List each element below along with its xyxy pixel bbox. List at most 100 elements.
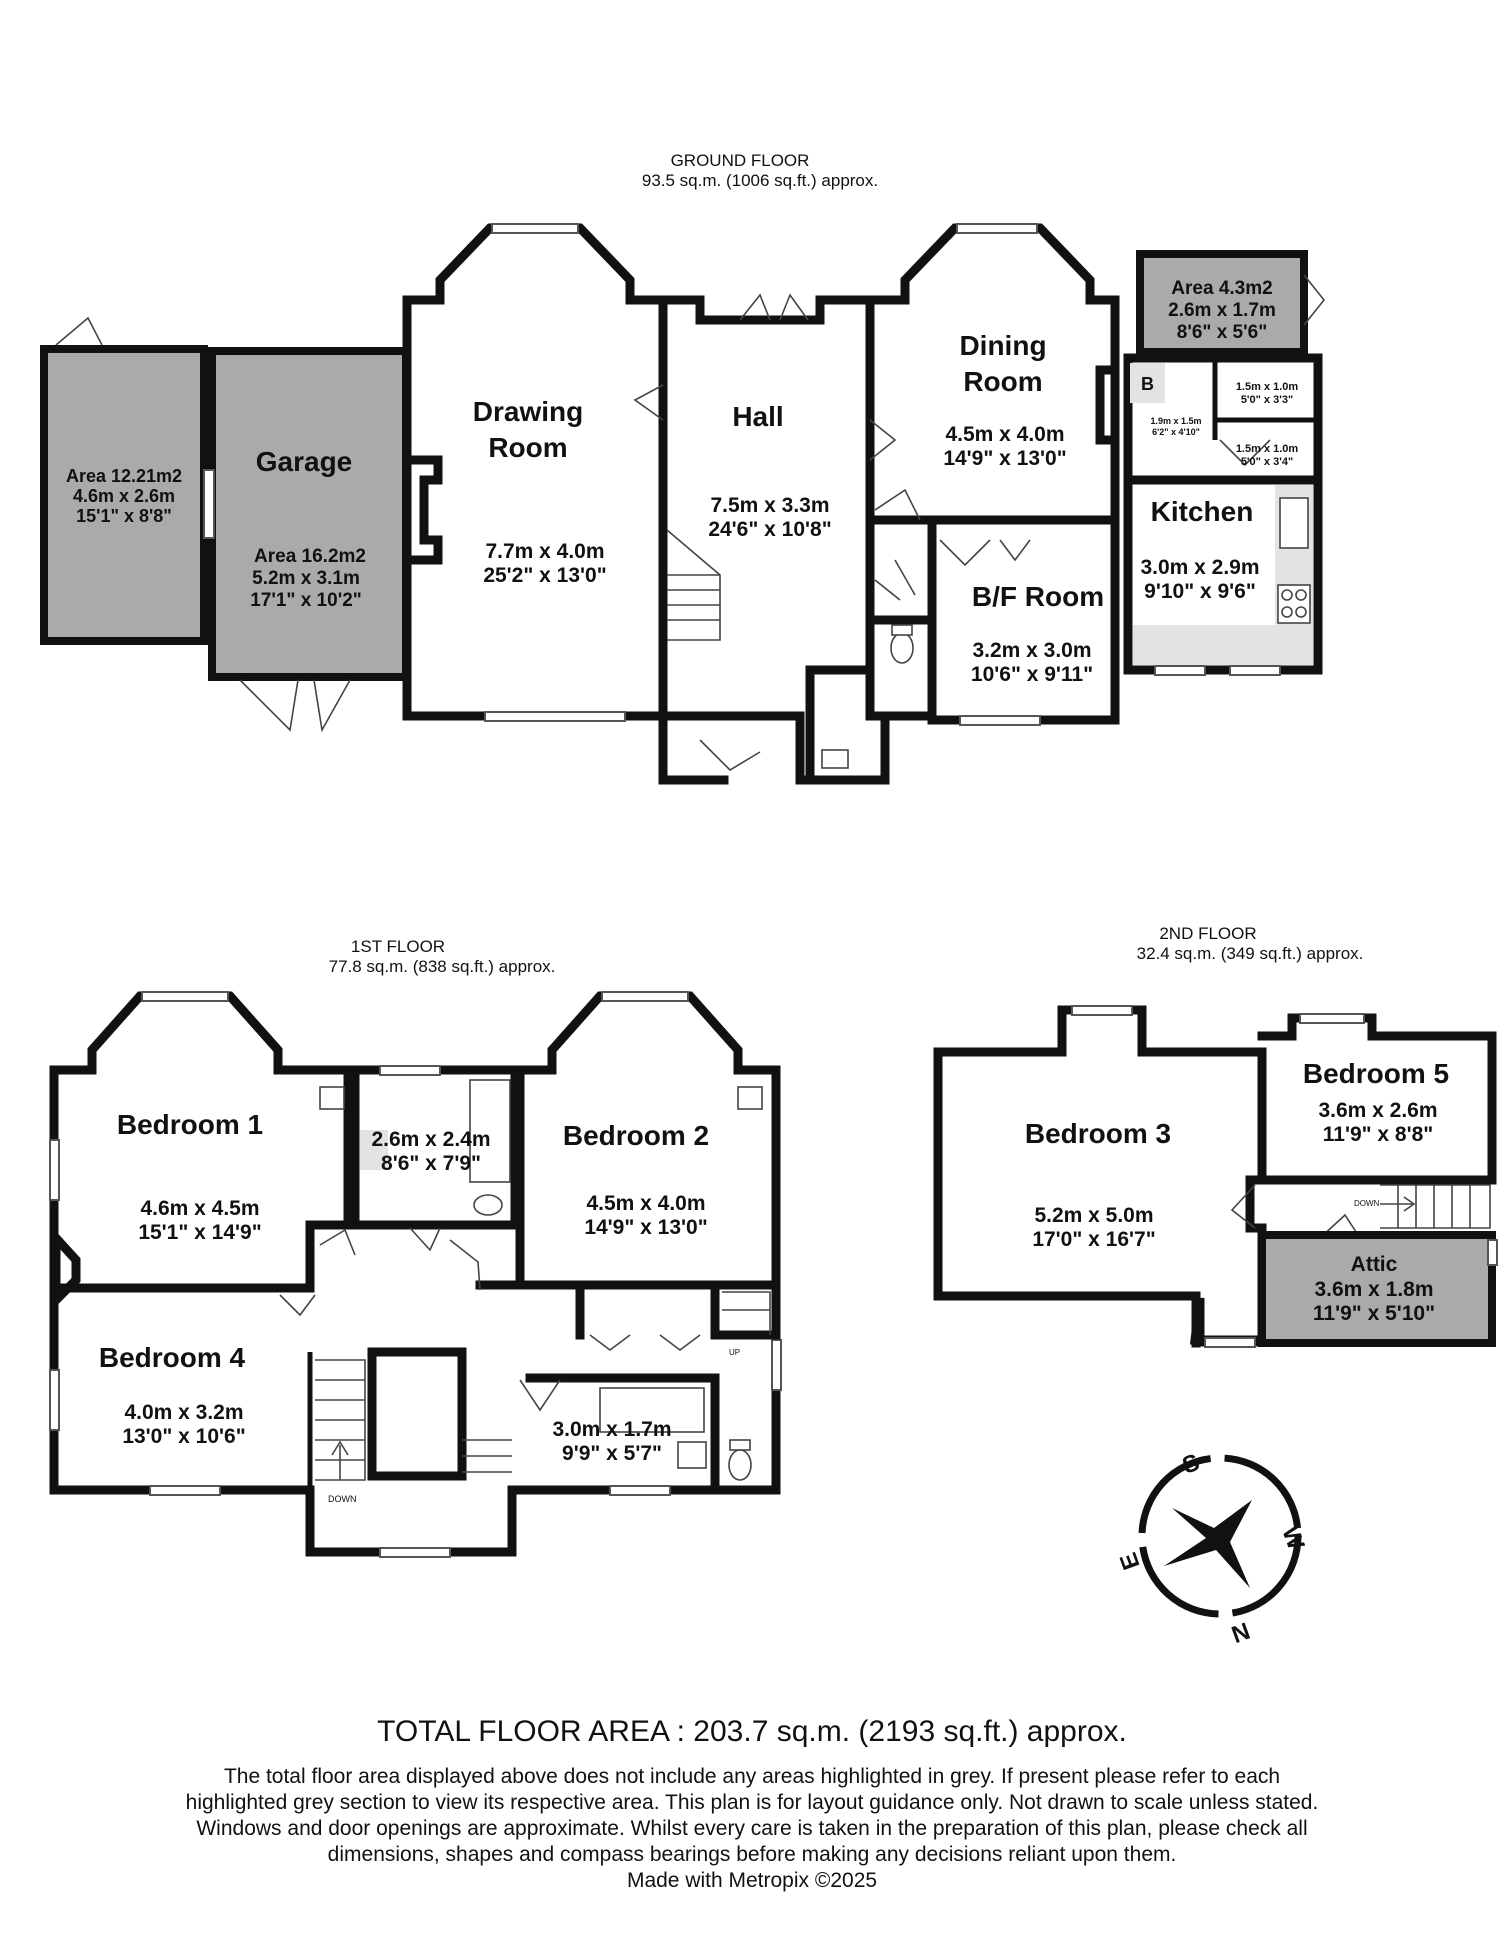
kitchen-window-bottom-2 (1229, 665, 1281, 676)
store-a-label: 1.5m x 1.0m 5'0" x 3'3" (1236, 381, 1299, 406)
bathroom-basin-icon (677, 1441, 707, 1469)
bedroom-5-label: Bedroom 5 3.6m x 2.6m 11'9" x 8'8" (1303, 1058, 1449, 1146)
compass: S W N E (1115, 1449, 1310, 1648)
cloakroom-cistern-icon (891, 624, 913, 636)
front-doors (739, 293, 809, 321)
bedroom-4-door (279, 1294, 316, 1317)
ensuite-imperial: 8'6" x 7'9" (381, 1152, 481, 1175)
store-a-imperial: 5'0" x 3'3" (1241, 394, 1293, 406)
bedroom-1-name: Bedroom 1 (117, 1109, 263, 1140)
hall-imperial: 24'6" x 10'8" (708, 518, 831, 541)
bedroom-5-name: Bedroom 5 (1303, 1058, 1449, 1089)
hall-name: Hall (732, 401, 783, 432)
garage-imperial: 17'1" x 10'2" (250, 590, 362, 611)
bedroom-3-label: Bedroom 3 5.2m x 5.0m 17'0" x 16'7" (1025, 1118, 1171, 1251)
bedroom-2-door (449, 1239, 481, 1291)
store-door (55, 316, 103, 346)
bedroom-3-imperial: 17'0" x 16'7" (1032, 1228, 1155, 1251)
kitchen-imperial: 9'10" x 9'6" (1144, 580, 1256, 603)
first-floor: 1ST FLOOR 77.8 sq.m. (838 sq.ft.) approx… (49, 937, 782, 1558)
utility-imperial: 6'2" x 4'10" (1152, 427, 1200, 437)
hall-walls (658, 295, 890, 785)
bathroom-cistern-icon (729, 1439, 751, 1451)
bedroom-3-outline (933, 1047, 1267, 1347)
bedroom-1-door (319, 1228, 356, 1256)
attic-imperial: 11'9" x 5'10" (1313, 1302, 1435, 1325)
bedroom-4-name: Bedroom 4 (99, 1342, 246, 1373)
drawing-room-label: Drawing Room 7.7m x 4.0m 25'2" x 13'0" (473, 396, 607, 587)
wardrobe-doors (589, 1334, 701, 1351)
ensuite-toilet-icon (473, 1194, 503, 1216)
outbuilding-label: Area 4.3m2 2.6m x 1.7m 8'6" x 5'6" (1168, 278, 1276, 343)
attic-name: Attic (1351, 1253, 1398, 1276)
first-floor-outer-walls (49, 991, 781, 1557)
store-b-label: 1.5m x 1.0m 5'0" x 3'4" (1236, 443, 1299, 468)
hob-ring-3 (1281, 606, 1293, 618)
ground-floor-title: GROUND FLOOR (671, 151, 810, 170)
bedroom-1-imperial: 15'1" x 14'9" (138, 1221, 261, 1244)
store-b-metric: 1.5m x 1.0m (1236, 443, 1299, 455)
attic-outline (1258, 1231, 1496, 1347)
first-floor-stairs (315, 1359, 512, 1481)
dining-room-label: Dining Room 4.5m x 4.0m 14'9" x 13'0" (943, 330, 1066, 470)
dining-room-name-1: Dining (959, 330, 1046, 361)
bathroom-walls (525, 1285, 781, 1495)
drawing-room-fireplace (407, 455, 443, 565)
bathroom-door (519, 1379, 561, 1412)
first-floor-stair-up-label: UP (729, 1348, 740, 1357)
dining-room-metric: 4.5m x 4.0m (945, 423, 1064, 446)
hob-ring-2 (1295, 589, 1307, 601)
bathroom-side-window (771, 1339, 782, 1391)
dining-door (874, 488, 921, 521)
kitchen-metric: 3.0m x 2.9m (1140, 556, 1259, 579)
first-floor-stair-up (722, 1291, 771, 1335)
attic-door (1319, 1213, 1361, 1239)
drawing-room-name-1: Drawing (473, 396, 583, 427)
bedroom-2-label: Bedroom 2 4.5m x 4.0m 14'9" x 13'0" (563, 1120, 709, 1239)
hall-stairs (666, 529, 721, 641)
landing-bottom-window (379, 1547, 451, 1558)
bf-room-cupboard-doors (939, 539, 1031, 567)
attic-window (1487, 1239, 1498, 1266)
hob-ring-1 (1281, 589, 1293, 601)
drawing-room-name-2: Room (488, 432, 567, 463)
compass-star-icon (1164, 1500, 1252, 1588)
bedroom-5-window (1299, 1013, 1365, 1024)
outbuilding-metric: 2.6m x 1.7m (1168, 300, 1276, 321)
bedroom-1-label: Bedroom 1 4.6m x 4.5m 15'1" x 14'9" (117, 1109, 263, 1244)
bedroom-1-metric: 4.6m x 4.5m (140, 1197, 259, 1220)
compass-w: W (1276, 1523, 1309, 1554)
bedroom-1-side-window (49, 1139, 60, 1201)
outbuilding-area: Area 4.3m2 (1171, 278, 1272, 299)
chimney-breast (51, 1226, 81, 1311)
compass-s: S (1179, 1449, 1203, 1480)
ensuite-walls (350, 1065, 520, 1230)
ensuite-metric: 2.6m x 2.4m (371, 1128, 490, 1151)
bathroom-toilet-icon (728, 1449, 752, 1481)
bedroom-2-name: Bedroom 2 (563, 1120, 709, 1151)
utility-metric: 1.9m x 1.5m (1150, 416, 1201, 426)
second-floor-stairs (1380, 1184, 1491, 1229)
second-floor: 2ND FLOOR 32.4 sq.m. (349 sq.ft.) approx… (933, 924, 1498, 1348)
outbuilding-door (1303, 274, 1326, 326)
bathroom-metric: 3.0m x 1.7m (552, 1418, 671, 1441)
dining-room-name-2: Room (963, 366, 1042, 397)
garage-label: Garage Area 16.2m2 5.2m x 3.1m 17'1" x 1… (250, 446, 366, 611)
kitchen-name: Kitchen (1151, 496, 1254, 527)
bf-room-window (959, 715, 1041, 726)
bedroom-1-basin-icon (319, 1086, 345, 1110)
kitchen-walls (1123, 475, 1323, 675)
bedroom-2-basin-icon (737, 1086, 763, 1110)
store-label: Area 12.21m2 4.6m x 2.6m 15'1" x 8'8" (66, 466, 182, 526)
garage-outline (208, 347, 410, 681)
ensuite-window (379, 1065, 441, 1076)
cloakroom-toilet-icon (890, 632, 914, 664)
ensuite-door (409, 1227, 441, 1252)
compass-e: E (1115, 1549, 1146, 1573)
store-imperial: 15'1" x 8'8" (76, 506, 172, 526)
garage-metric: 5.2m x 3.1m (252, 568, 360, 589)
compass-ring (1138, 1454, 1302, 1618)
bf-room-walls (927, 515, 1120, 725)
bedroom-3-window (1071, 1005, 1133, 1016)
bedroom-2-imperial: 14'9" x 13'0" (584, 1216, 707, 1239)
